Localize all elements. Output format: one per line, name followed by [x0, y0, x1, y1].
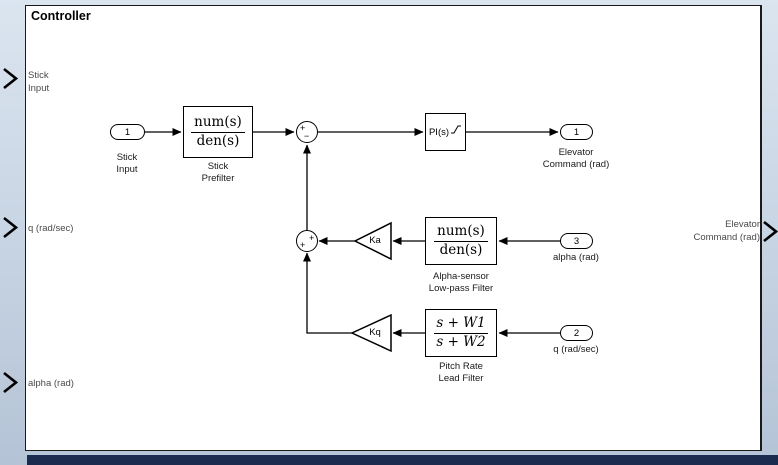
model-canvas[interactable] — [25, 5, 762, 451]
inport-block-q[interactable]: 2 — [560, 325, 593, 341]
sum-block-inner[interactable]: + + — [296, 230, 318, 252]
model-title: Controller — [31, 9, 91, 23]
block-label-lead-filter: Pitch Rate Lead Filter — [438, 361, 484, 384]
alpha-filter-fraction: num(s) den(s) — [426, 223, 496, 258]
pi-controller-text: PI(s) — [428, 126, 450, 138]
edge-label-alpha: alpha (rad) — [28, 378, 74, 389]
block-label-q-radsec: q (rad/sec) — [553, 344, 599, 355]
inport-chevron-stick[interactable] — [3, 67, 19, 90]
stick-prefilter-fraction: num(s) den(s) — [184, 114, 252, 149]
sum-outer-sign-left: + — [300, 123, 306, 133]
pi-controller-block[interactable]: PI(s) — [425, 113, 466, 151]
block-label-elevator-command: Elevator Command (rad) — [542, 147, 610, 170]
sum-inner-sign-bottom: + — [300, 240, 306, 250]
inport-q-number: 2 — [573, 327, 580, 339]
outport-block-elevator[interactable]: 1 — [560, 124, 593, 140]
tf-block-stick-prefilter[interactable]: num(s) den(s) — [183, 106, 253, 158]
sum-outer-sign-bottom: − — [304, 131, 310, 141]
block-label-stick-prefilter: Stick Prefilter — [201, 161, 235, 184]
bottom-scrollbar[interactable] — [27, 455, 778, 465]
gain-ka-label: Ka — [369, 235, 381, 246]
sum-inner-sign-right: + — [309, 233, 315, 243]
edge-label-elevator-command: Elevator Command (rad) — [693, 219, 760, 243]
block-label-stick-input: Stick Input — [116, 152, 138, 175]
inport-stick-number: 1 — [124, 126, 131, 138]
tf-block-alpha-filter[interactable]: num(s) den(s) — [425, 217, 497, 265]
fraction-bar — [433, 240, 489, 242]
inport-alpha-number: 3 — [573, 235, 580, 247]
tf-block-lead-filter[interactable]: s + W1 s + W2 — [425, 309, 497, 357]
fraction-bar — [191, 131, 245, 133]
outport-chevron-elevator[interactable] — [763, 220, 778, 243]
inport-chevron-alpha[interactable] — [3, 371, 19, 394]
fraction-bar — [433, 332, 489, 334]
lead-filter-fraction: s + W1 s + W2 — [426, 315, 496, 350]
outport-elevator-number: 1 — [573, 126, 580, 138]
inport-block-stick[interactable]: 1 — [110, 124, 145, 140]
edge-label-stick-input: Stick Input — [28, 70, 50, 94]
saturation-icon — [451, 125, 462, 133]
edge-label-q: q (rad/sec) — [28, 223, 74, 234]
block-label-alpha-rad: alpha (rad) — [553, 252, 599, 263]
inport-block-alpha[interactable]: 3 — [560, 233, 593, 249]
block-label-alpha-filter: Alpha-sensor Low-pass Filter — [428, 271, 494, 294]
gain-kq-label: Kq — [369, 327, 381, 338]
sum-block-outer[interactable]: + − — [296, 121, 318, 143]
inport-chevron-q[interactable] — [3, 216, 19, 239]
